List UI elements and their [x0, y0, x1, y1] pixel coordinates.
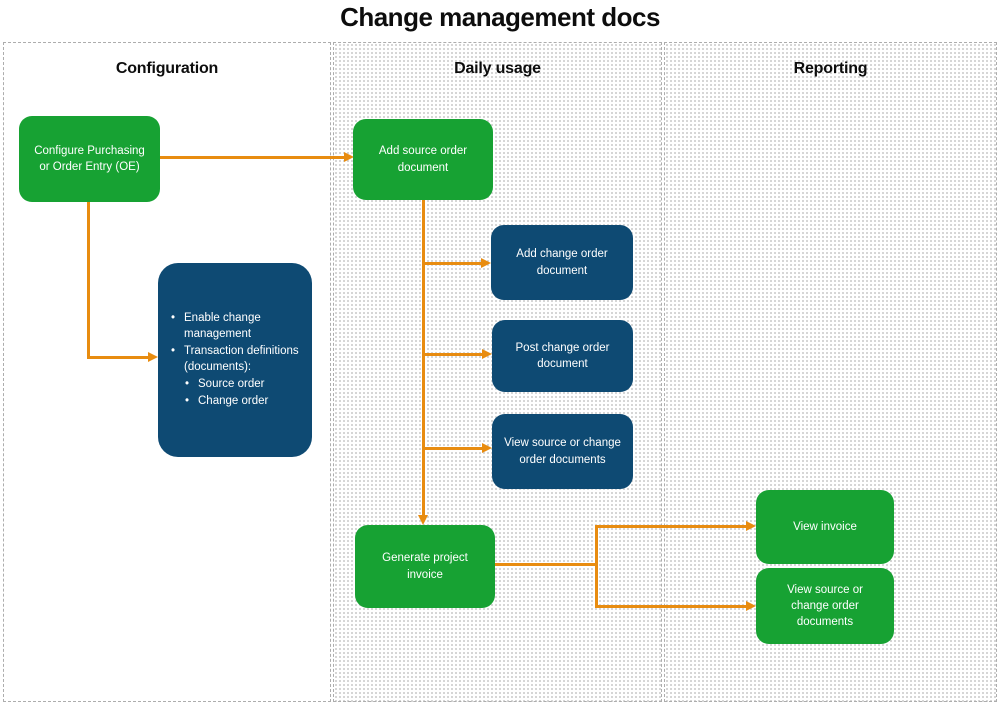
arrowhead-view-invoice	[746, 521, 756, 531]
arrowhead-add-change	[481, 258, 491, 268]
node-add-change-order-document-label: Add change order document	[516, 248, 608, 277]
node-add-change-order-document: Add change order document	[491, 225, 633, 300]
edge-configure-down	[87, 202, 90, 359]
list-item: Enable change management	[170, 310, 300, 342]
node-add-source-order-document: Add source order document	[353, 119, 493, 200]
node-view-source-or-change-order-docs-daily: View source or change order documents	[492, 414, 633, 489]
arrowhead-post-change	[482, 349, 492, 359]
edge-to-post-change	[425, 353, 483, 356]
node-view-invoice: View invoice	[756, 490, 894, 564]
edge-configure-to-details	[87, 356, 148, 359]
list-item: Source order	[184, 376, 300, 392]
arrowhead-generate-invoice	[418, 515, 428, 525]
node-view-invoice-label: View invoice	[793, 520, 857, 533]
node-configure-purchasing-oe: Configure Purchasing or Order Entry (OE)	[19, 116, 160, 202]
edge-configure-to-add-source	[160, 156, 344, 159]
arrowhead-add-source	[344, 152, 354, 162]
node-generate-project-invoice-label: Generate project invoice	[382, 552, 468, 581]
configuration-details-list: Enable change management Transaction def…	[170, 310, 300, 410]
node-configure-purchasing-oe-label: Configure Purchasing or Order Entry (OE)	[34, 144, 145, 173]
arrowhead-details	[148, 352, 158, 362]
lane-reporting-title: Reporting	[793, 60, 868, 77]
node-post-change-order-document-label: Post change order document	[515, 341, 610, 370]
arrowhead-view-report	[746, 601, 756, 611]
node-post-change-order-document: Post change order document	[492, 320, 633, 392]
list-item: Change order	[184, 393, 300, 409]
node-view-source-or-change-order-docs-daily-label: View source or change order documents	[504, 437, 621, 466]
edge-generate-out	[495, 563, 598, 566]
lane-configuration-title: Configuration	[115, 60, 219, 77]
node-add-source-order-document-label: Add source order document	[378, 145, 468, 174]
lane-reporting: Reporting	[664, 42, 997, 702]
edge-to-view-invoice	[595, 525, 747, 528]
edge-split-vertical	[595, 525, 598, 608]
edge-to-view-daily	[425, 447, 483, 450]
node-configuration-details: Enable change management Transaction def…	[158, 263, 312, 457]
node-view-source-or-change-order-docs-reporting: View source or change order documents	[756, 568, 894, 644]
edge-add-source-trunk	[422, 200, 425, 516]
page-title: Change management docs	[340, 2, 660, 32]
lane-daily-usage-title: Daily usage	[454, 60, 541, 77]
node-view-source-or-change-order-docs-reporting-label: View source or change order documents	[787, 583, 863, 629]
list-item: Transaction definitions (documents):	[170, 343, 300, 375]
edge-to-view-report	[595, 605, 747, 608]
node-generate-project-invoice: Generate project invoice	[355, 525, 495, 608]
arrowhead-view-daily	[482, 443, 492, 453]
edge-to-add-change	[425, 262, 482, 265]
